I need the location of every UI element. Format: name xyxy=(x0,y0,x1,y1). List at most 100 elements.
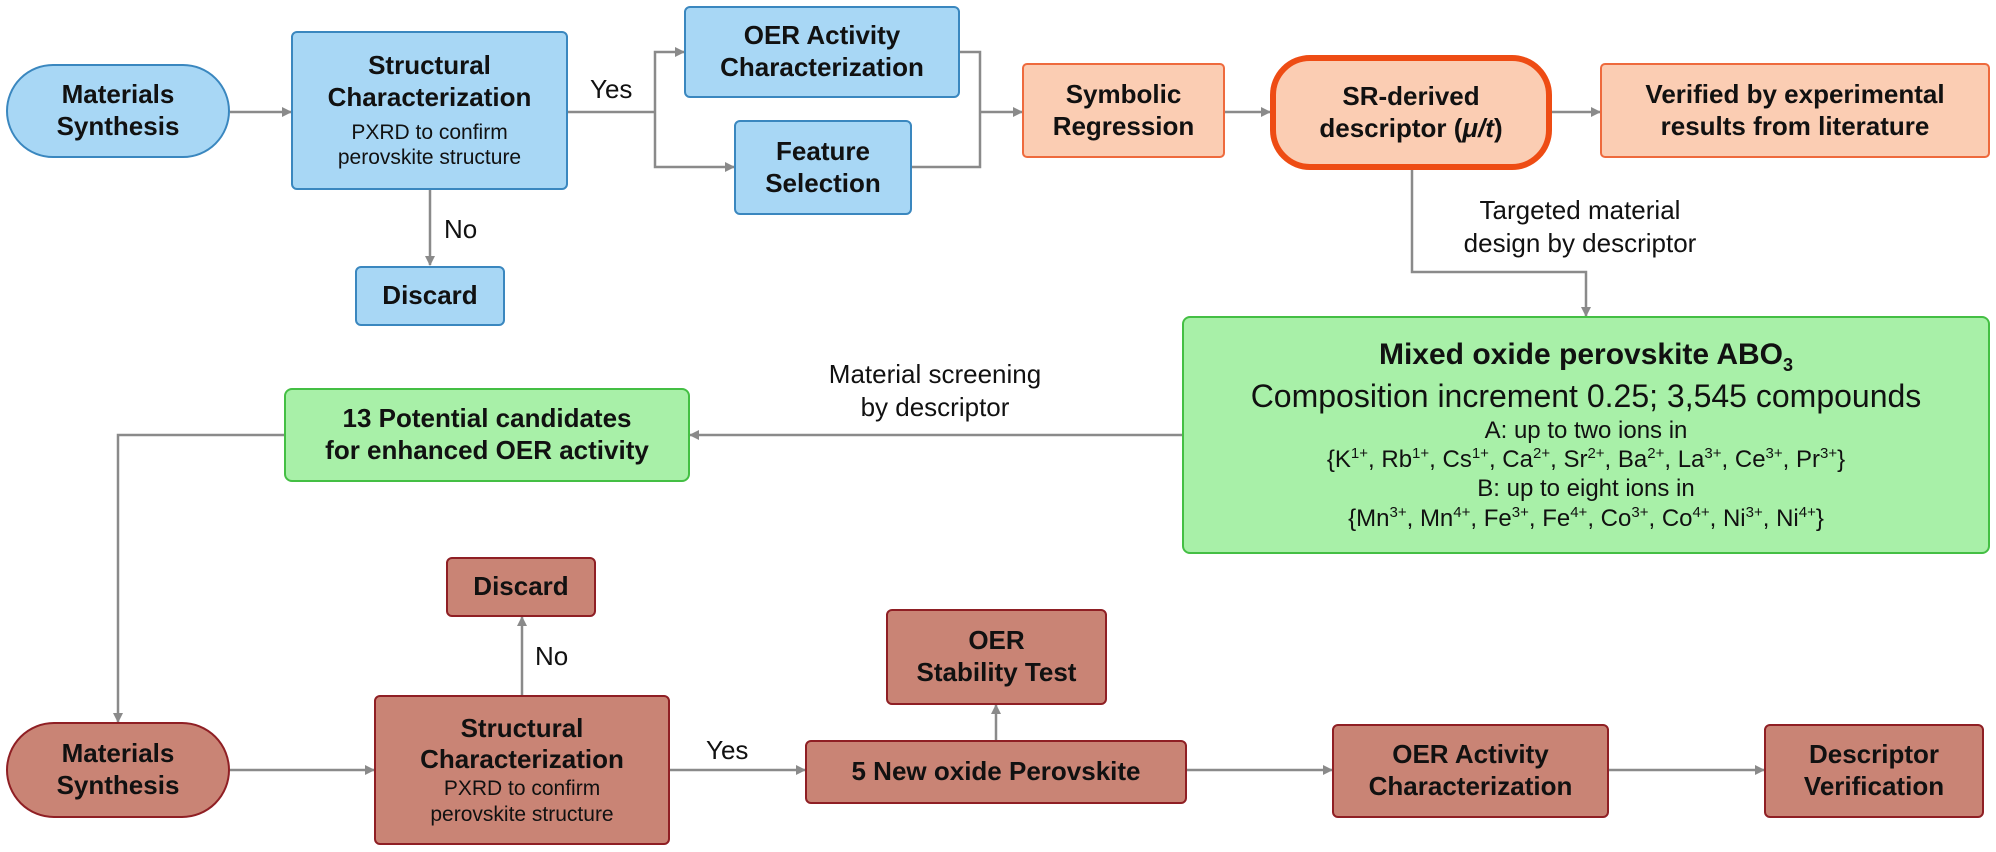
materials-synthesis-line1: Materials xyxy=(61,79,175,110)
ion-charge: 2+ xyxy=(1647,445,1665,463)
ion-charge: 3+ xyxy=(1631,503,1649,521)
ion: Co xyxy=(1600,504,1632,532)
targeted-design-label: Targeted material design by descriptor xyxy=(1425,194,1735,259)
screening-label: Material screening by descriptor xyxy=(800,358,1070,423)
structural-sub-line2: perovskite structure xyxy=(337,146,522,170)
ion-charge: 3+ xyxy=(1765,445,1783,463)
ion: La xyxy=(1677,446,1705,474)
yes-label: Yes xyxy=(590,74,633,104)
perovskite-b-ions: {Mn3+, Mn4+, Fe3+, Fe4+, Co3+, Co4+, Ni3… xyxy=(1348,503,1824,532)
arrow-candidates-to-bottom-synthesis xyxy=(113,433,284,723)
structural-title-line2: Characterization xyxy=(327,81,532,112)
stability-line2: Stability Test xyxy=(916,657,1077,687)
perovskite-a-ions: {K1+, Rb1+, Cs1+, Ca2+, Sr2+, Ba2+, La3+… xyxy=(1326,445,1846,474)
targeted-design-line1: Targeted material xyxy=(1479,195,1681,225)
discard-label: Discard xyxy=(382,280,478,311)
ion: Co xyxy=(1661,504,1693,532)
bottom-structural-title2: Characterization xyxy=(420,744,624,775)
ion-charge: 3+ xyxy=(1389,503,1407,521)
perovskite-composition: Composition increment 0.25; 3,545 compou… xyxy=(1250,377,1922,414)
candidates-node: 13 Potential candidates for enhanced OER… xyxy=(284,388,690,482)
bottom-structural-sub2: perovskite structure xyxy=(430,802,614,826)
screening-line1: Material screening xyxy=(828,359,1042,389)
perovskite-a-label: A: up to two ions in xyxy=(1484,416,1688,444)
ion-charge: 2+ xyxy=(1587,445,1605,463)
bottom-materials-synthesis-node: Materials Synthesis xyxy=(6,722,230,818)
verification-line1: Descriptor xyxy=(1808,739,1940,770)
oer-activity-node: OER Activity Characterization xyxy=(684,6,960,98)
perovskite-title-sub: 3 xyxy=(1783,354,1794,375)
bottom-discard-node: Discard xyxy=(446,557,596,617)
arrow-to-feature-selection xyxy=(653,112,735,172)
ion: Fe xyxy=(1542,504,1571,532)
ion-charge: 1+ xyxy=(1350,445,1369,463)
new-perovskite-label: 5 New oxide Perovskite xyxy=(851,756,1141,787)
sr-descriptor-line2: descriptor (μ/t) xyxy=(1319,113,1502,145)
symbolic-regression-line2: Regression xyxy=(1052,110,1195,141)
ion: Pr xyxy=(1796,446,1820,474)
ion: Ce xyxy=(1734,446,1766,474)
ion: Sr xyxy=(1563,446,1588,474)
bottom-oer-activity-node: OER Activity Characterization xyxy=(1332,724,1609,818)
sr-descriptor-line2-pre: descriptor ( xyxy=(1319,112,1463,143)
ion: Cs xyxy=(1442,446,1472,474)
ion-charge: 1+ xyxy=(1412,445,1430,463)
new-perovskite-node: 5 New oxide Perovskite xyxy=(805,740,1187,804)
targeted-design-line2: design by descriptor xyxy=(1463,227,1697,258)
ion: Ni xyxy=(1776,504,1799,532)
ion: Mn xyxy=(1356,504,1390,532)
verified-node: Verified by experimental results from li… xyxy=(1600,63,1990,158)
materials-synthesis-node: Materials Synthesis xyxy=(6,64,230,158)
ion-charge: 4+ xyxy=(1453,503,1471,521)
candidates-line2: for enhanced OER activity xyxy=(325,435,649,465)
ion: Rb xyxy=(1381,446,1413,474)
no-label: No xyxy=(444,214,478,244)
screening-line2: by descriptor xyxy=(860,391,1010,422)
ion: Mn xyxy=(1419,504,1454,532)
ion-charge: 3+ xyxy=(1745,503,1763,521)
structural-sub-line1: PXRD to confirm xyxy=(351,120,508,144)
bottom-synthesis-line1: Materials xyxy=(61,738,175,769)
symbolic-regression-line1: Symbolic xyxy=(1065,78,1182,109)
ion: Ni xyxy=(1722,504,1746,532)
perovskite-b-label: B: up to eight ions in xyxy=(1477,475,1695,503)
descriptor-verification-node: Descriptor Verification xyxy=(1764,724,1984,818)
bottom-discard-label: Discard xyxy=(473,571,569,602)
discard-node: Discard xyxy=(355,266,505,326)
oer-activity-line1: OER Activity xyxy=(743,20,901,51)
oer-activity-line2: Characterization xyxy=(720,52,924,82)
structural-characterization-node: Structural Characterization PXRD to conf… xyxy=(291,31,568,190)
perovskite-space-node: Mixed oxide perovskite ABO3 Composition … xyxy=(1182,316,1990,554)
ion-charge: 3+ xyxy=(1820,445,1838,463)
feature-selection-node: Feature Selection xyxy=(734,120,912,215)
symbolic-regression-node: Symbolic Regression xyxy=(1022,63,1225,158)
materials-synthesis-line2: Synthesis xyxy=(56,111,180,141)
feature-selection-line2: Selection xyxy=(765,167,881,198)
stability-test-node: OER Stability Test xyxy=(886,609,1107,705)
bottom-structural-sub1: PXRD to confirm xyxy=(443,777,601,801)
bottom-yes-label: Yes xyxy=(706,735,749,765)
ion: K xyxy=(1334,446,1351,474)
ion: Ca xyxy=(1502,446,1533,474)
ion: Ba xyxy=(1617,446,1648,474)
bottom-structural-title1: Structural xyxy=(460,712,584,743)
arrow-oer-activity-out xyxy=(960,50,982,112)
ion-charge: 4+ xyxy=(1570,503,1588,521)
sr-descriptor-math: μ/t xyxy=(1462,112,1494,143)
verification-line2: Verification xyxy=(1803,771,1945,801)
bottom-no-label: No xyxy=(535,641,569,671)
bottom-oer-activity-line1: OER Activity xyxy=(1392,739,1549,770)
verified-line2: results from literature xyxy=(1660,110,1930,141)
arrow-descriptor-to-perovskite xyxy=(1410,170,1591,317)
ion-charge: 3+ xyxy=(1704,445,1722,463)
ion-charge: 1+ xyxy=(1471,445,1489,463)
perovskite-title: Mixed oxide perovskite ABO3 xyxy=(1379,337,1793,377)
bottom-synthesis-line2: Synthesis xyxy=(56,770,180,800)
bottom-structural-characterization-node: Structural Characterization PXRD to conf… xyxy=(374,695,670,845)
ion-charge: 2+ xyxy=(1532,445,1551,463)
perovskite-title-text: Mixed oxide perovskite ABO xyxy=(1378,337,1783,371)
sr-descriptor-line1: SR-derived xyxy=(1342,80,1480,111)
candidates-line1: 13 Potential candidates xyxy=(342,403,632,434)
ion-charge: 4+ xyxy=(1692,503,1710,521)
